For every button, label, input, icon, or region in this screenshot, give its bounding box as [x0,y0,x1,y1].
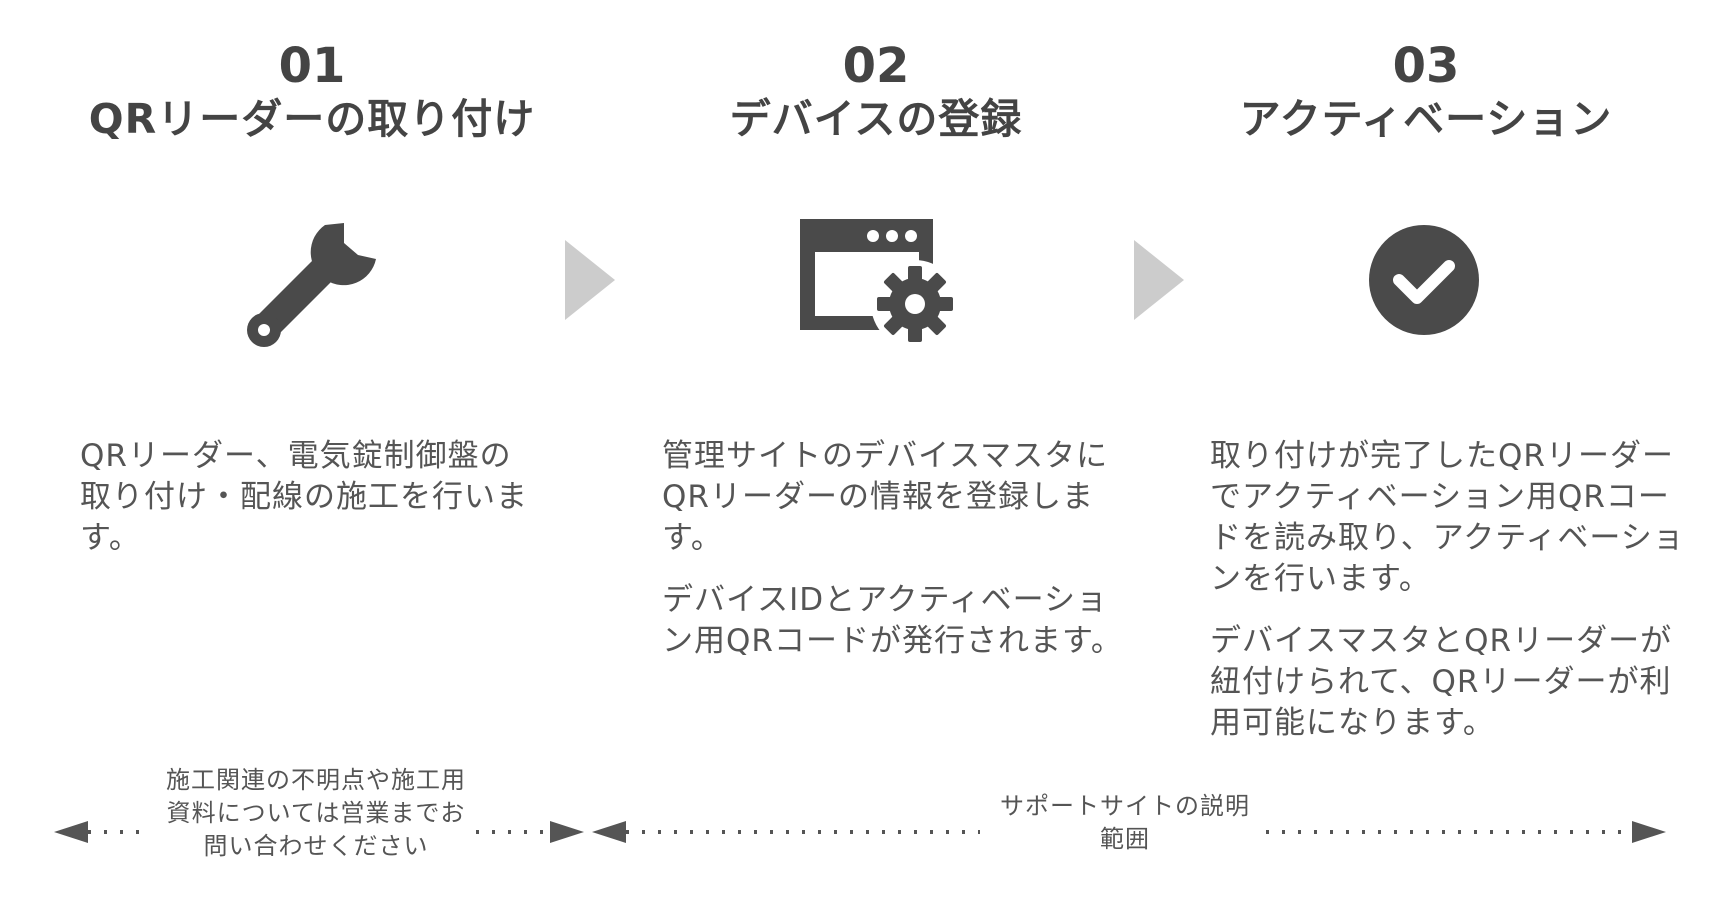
wrench-icon [247,223,376,347]
step-3-paragraph-2: デバイスマスタとQRリーダーが紐付けられて、QRリーダーが利用可能になります。 [1210,623,1673,741]
step-3-paragraph-1: 取り付けが完了したQRリーダーでアクティベーション用QRコードを読み取り、アクテ… [1210,438,1685,597]
step-3-title: アクティベーション [1239,95,1613,143]
step-2-paragraph-1: 管理サイトのデバイスマスタにQRリーダーの情報を登録します。 [662,438,1109,556]
step-arrow-2 [1134,240,1184,320]
browser-gear-icon [800,219,955,345]
right-scope-arrowhead-right [1632,821,1666,843]
left-scope-arrowhead-right [550,821,584,843]
step-1-title: QRリーダーの取り付け [88,95,536,143]
right-scope-arrowhead-left [592,821,626,843]
scope-lines [54,821,1666,843]
right-scope-note: サポートサイトの説明範囲 [1000,792,1250,853]
step-2-description: 管理サイトのデバイスマスタにQRリーダーの情報を登録します。 デバイスIDとアク… [662,436,1140,683]
step-arrow-1 [565,240,615,320]
step-1-number: 01 [278,38,346,94]
left-scope-arrowhead-left [54,821,88,843]
step-2-paragraph-2: デバイスIDとアクティベーション用QRコードが発行されます。 [662,582,1123,659]
step-2-number: 02 [842,38,910,94]
check-circle-icon [1369,225,1479,335]
left-scope-note: 施工関連の不明点や施工用資料については営業までお問い合わせください [166,766,466,860]
step-3-description: 取り付けが完了したQRリーダーでアクティベーション用QRコードを読み取り、アクテ… [1210,436,1688,765]
step-1-description: QRリーダー、電気錠制御盤の取り付け・配線の施工を行います。 [80,436,540,580]
step-2-title: デバイスの登録 [729,95,1023,143]
step-1-paragraph-1: QRリーダー、電気錠制御盤の取り付け・配線の施工を行います。 [80,438,528,556]
step-3-number: 03 [1392,38,1460,94]
